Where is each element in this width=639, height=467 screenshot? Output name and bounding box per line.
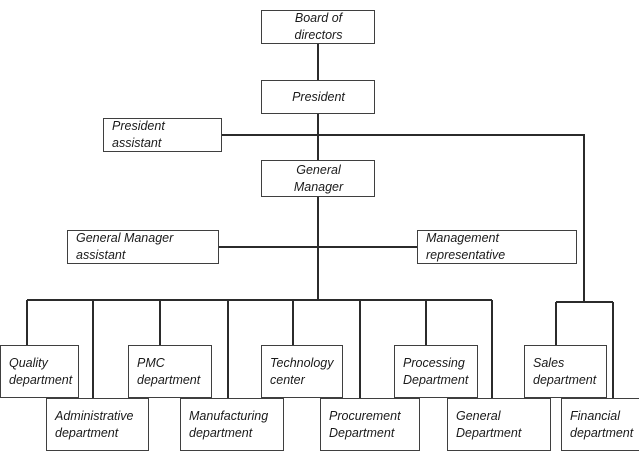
node-management-representative[interactable]: Management representative [417, 230, 577, 264]
node-procurement-department[interactable]: Procurement Department [320, 398, 420, 451]
node-technology-center[interactable]: Technology center [261, 345, 343, 398]
node-general-department[interactable]: General Department [447, 398, 551, 451]
node-administrative-department[interactable]: Administrative department [46, 398, 149, 451]
node-general-manager[interactable]: General Manager [261, 160, 375, 197]
node-board-of-directors[interactable]: Board of directors [261, 10, 375, 44]
node-manufacturing-department[interactable]: Manufacturing department [180, 398, 284, 451]
node-financial-department[interactable]: Financial department [561, 398, 639, 451]
node-quality-department[interactable]: Quality department [0, 345, 79, 398]
node-processing-department[interactable]: Processing Department [394, 345, 478, 398]
node-sales-department[interactable]: Sales department [524, 345, 607, 398]
node-pmc-department[interactable]: PMC department [128, 345, 212, 398]
node-president-assistant[interactable]: President assistant [103, 118, 222, 152]
node-president[interactable]: President [261, 80, 375, 114]
node-general-manager-assistant[interactable]: General Manager assistant [67, 230, 219, 264]
